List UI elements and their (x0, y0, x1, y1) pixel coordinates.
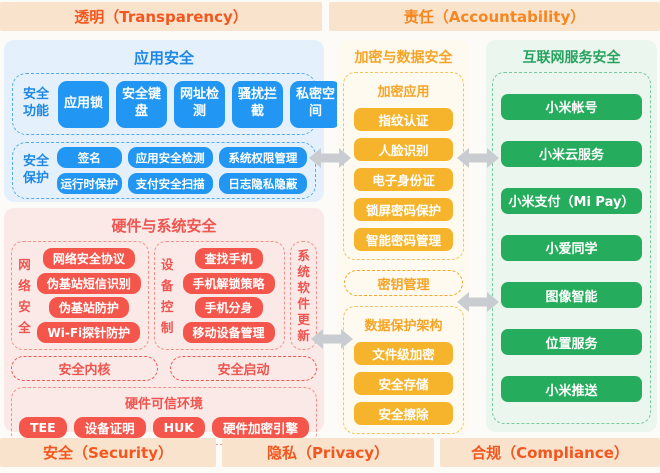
app-security-chip: 支付安全扫描 (127, 173, 213, 194)
hardware-chip: HUK (152, 417, 205, 438)
security-protection-group: 安全保护 签名 应用安全检测 系统权限管理 运行时保护 支付安全扫描 日志隐私隐… (12, 142, 316, 199)
trusted-environment-group: 硬件可信环境 TEE 设备证明 HUK 硬件加密引擎 (11, 387, 317, 445)
transparency-bar: 透明（Transparency） (0, 2, 322, 31)
service-chip: 图像智能 (501, 282, 642, 309)
app-security-chip: 安全键盘 (116, 80, 167, 128)
data-protection-group: 数据保护架构 文件级加密 安全存储 安全擦除 (343, 306, 464, 434)
system-software-update-label: 系统软件更新 (297, 247, 310, 343)
service-chip: 小米推送 (501, 376, 642, 403)
secure-boot-pill: 安全启动 (170, 356, 317, 381)
device-control-group: 设备控制 查找手机 手机解锁策略 手机分身 移动设备管理 (153, 241, 286, 350)
double-arrow-icon (310, 325, 354, 353)
encryption-security-title: 加密与数据安全 (354, 50, 453, 66)
encryption-chip: 文件级加密 (354, 342, 453, 365)
app-security-chip: 骚扰拦截 (232, 80, 283, 128)
double-arrow-icon (456, 144, 500, 172)
hardware-security-title: 硬件与系统安全 (111, 217, 217, 235)
encryption-chip: 智能密码管理 (354, 228, 453, 251)
service-chip: 小米云服务 (501, 140, 642, 167)
trusted-environment-label: 硬件可信环境 (124, 397, 203, 412)
hardware-chip: Wi-Fi探针防护 (37, 321, 141, 343)
network-security-label: 网络安全 (18, 256, 31, 335)
compliance-label: 合规（Compliance） (471, 444, 629, 462)
hardware-security-section: 硬件与系统安全 网络安全 网络安全协议 伪基站短信识别 伪基站防护 Wi-Fi探… (4, 208, 324, 445)
app-security-chip: 应用锁 (58, 80, 109, 128)
app-security-chip: 私密空间 (290, 80, 341, 128)
hardware-chip: 移动设备管理 (182, 321, 275, 343)
data-protection-label: 数据保护架构 (364, 319, 443, 334)
service-chip: 小米支付（Mi Pay） (501, 187, 642, 214)
encryption-chip: 锁屏密码保护 (354, 198, 453, 221)
encryption-chip: 安全擦除 (354, 402, 453, 425)
internet-security-section: 互联网服务安全 小米帐号 小米云服务 小米支付（Mi Pay） 小爱同学 图像智… (486, 40, 657, 432)
app-security-chip: 签名 (57, 147, 122, 168)
hardware-chip: TEE (19, 417, 67, 438)
accountability-label: 责任（Accountability） (403, 8, 586, 26)
encryption-chip: 人脸识别 (354, 138, 453, 161)
service-chip: 小米帐号 (501, 93, 642, 120)
encryption-chip: 指纹认证 (354, 108, 453, 131)
hardware-chip: 硬件加密引擎 (211, 417, 309, 438)
hardware-chip: 网络安全协议 (42, 248, 135, 269)
system-software-update-group: 系统软件更新 (290, 241, 317, 350)
app-security-chip: 网址检测 (174, 80, 225, 128)
security-protection-grid: 签名 应用安全检测 系统权限管理 运行时保护 支付安全扫描 日志隐私隐蔽 (57, 147, 307, 194)
compliance-bar: 合规（Compliance） (440, 438, 660, 467)
security-bar: 安全（Security） (0, 438, 216, 467)
security-protection-label: 安全保护 (22, 153, 49, 186)
hardware-chip: 伪基站防护 (48, 297, 129, 319)
double-arrow-icon (456, 288, 500, 316)
app-security-title: 应用安全 (133, 49, 194, 67)
device-control-label: 设备控制 (160, 256, 174, 335)
app-security-section: 应用安全 安全功能 应用锁 安全键盘 网址检测 骚扰拦截 私密空间 安全保护 签… (4, 40, 341, 202)
hardware-chip: 手机解锁策略 (182, 272, 275, 294)
app-security-chip: 系统权限管理 (218, 147, 307, 168)
hardware-chip: 伪基站短信识别 (36, 272, 141, 294)
security-functions-label: 安全功能 (22, 87, 49, 119)
encryption-chip: 安全存储 (354, 372, 453, 395)
encryption-apps-group: 加密应用 指纹认证 人脸识别 电子身份证 锁屏密码保护 智能密码管理 (343, 72, 464, 260)
service-chip: 小爱同学 (501, 234, 642, 261)
transparency-label: 透明（Transparency） (74, 8, 248, 26)
encryption-chip: 电子身份证 (354, 168, 453, 191)
internet-security-title: 互联网服务安全 (522, 50, 621, 66)
service-chip: 位置服务 (501, 329, 642, 356)
privacy-label: 隐私（Privacy） (266, 444, 390, 462)
encryption-apps-label: 加密应用 (377, 85, 430, 100)
hardware-chip: 手机分身 (194, 297, 263, 319)
accountability-bar: 责任（Accountability） (329, 2, 660, 31)
hardware-chip: 设备证明 (73, 417, 146, 438)
app-security-chip: 应用安全检测 (127, 147, 213, 168)
double-arrow-icon (308, 144, 352, 172)
privacy-bar: 隐私（Privacy） (222, 438, 434, 467)
encryption-security-section: 加密与数据安全 加密应用 指纹认证 人脸识别 电子身份证 锁屏密码保护 智能密码… (337, 40, 470, 434)
network-security-group: 网络安全 网络安全协议 伪基站短信识别 伪基站防护 Wi-Fi探针防护 (11, 241, 149, 350)
security-label: 安全（Security） (42, 444, 174, 462)
app-security-chip: 运行时保护 (57, 173, 122, 194)
internet-services-group: 小米帐号 小米云服务 小米支付（Mi Pay） 小爱同学 图像智能 位置服务 小… (492, 72, 651, 424)
security-functions-group: 安全功能 应用锁 安全键盘 网址检测 骚扰拦截 私密空间 (12, 73, 341, 135)
hardware-chip: 查找手机 (194, 248, 263, 269)
app-security-chip: 日志隐私隐蔽 (218, 173, 307, 194)
secure-kernel-pill: 安全内核 (11, 356, 158, 381)
key-management-pill: 密钥管理 (344, 270, 463, 296)
